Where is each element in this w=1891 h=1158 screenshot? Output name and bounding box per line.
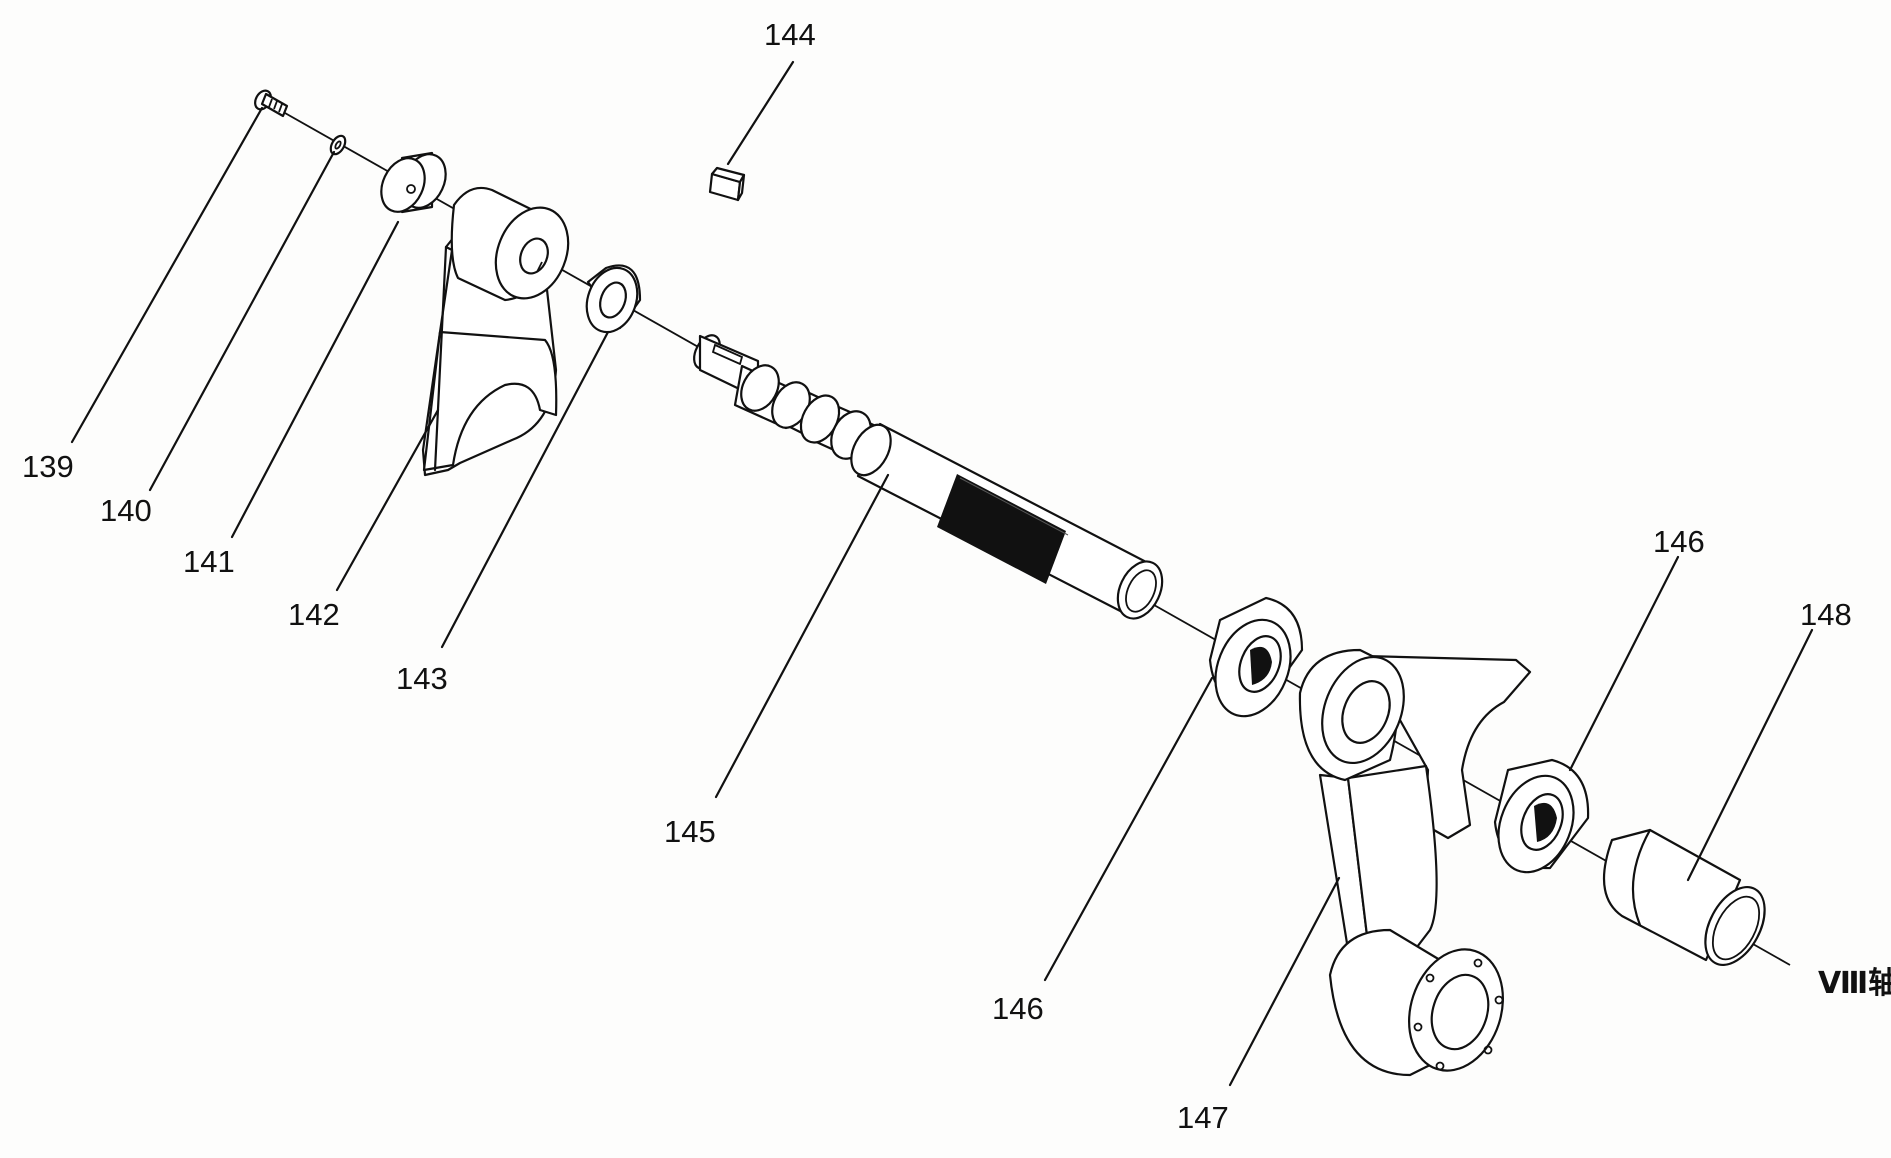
- leader-146b: [1568, 555, 1680, 772]
- label-148: 148: [1800, 597, 1852, 632]
- part-139-screw: [254, 89, 289, 118]
- part-141-flat-washer: [380, 151, 447, 214]
- leader-139: [70, 106, 264, 444]
- label-146-lower: 146: [1653, 524, 1705, 559]
- leader-145: [714, 473, 890, 799]
- label-142: 142: [288, 597, 340, 632]
- leader-141: [230, 220, 400, 539]
- label-139: 139: [22, 449, 74, 484]
- leader-143: [440, 330, 610, 649]
- leader-146a: [1043, 676, 1214, 982]
- part-146-bearing-upper: [1208, 596, 1304, 718]
- part-140-spring-washer: [329, 134, 347, 156]
- leader-147: [1228, 876, 1341, 1087]
- label-141: 141: [183, 544, 235, 579]
- axis-label: Ⅷ轴: [1818, 966, 1891, 1001]
- part-labels: 139 140 141 142 143 144 145 146 146 147 …: [22, 17, 1891, 1135]
- part-146-bearing-lower: [1493, 758, 1590, 874]
- part-143-washer: [585, 264, 642, 334]
- leader-lines: [70, 60, 1814, 1087]
- label-146-upper: 146: [992, 991, 1044, 1026]
- label-140: 140: [100, 493, 152, 528]
- part-148-sleeve: [1602, 828, 1766, 966]
- part-142-shift-fork: [421, 186, 570, 477]
- label-143: 143: [396, 661, 448, 696]
- part-144-key: [708, 166, 746, 202]
- label-145: 145: [664, 814, 716, 849]
- leader-142: [335, 408, 440, 592]
- leader-148: [1686, 628, 1814, 882]
- leader-144: [726, 60, 795, 166]
- part-145-shaft: [693, 334, 1164, 620]
- leader-140: [148, 150, 336, 492]
- label-147: 147: [1177, 1100, 1229, 1135]
- label-144: 144: [764, 17, 816, 52]
- part-147-lever-arm: [1298, 648, 1532, 1077]
